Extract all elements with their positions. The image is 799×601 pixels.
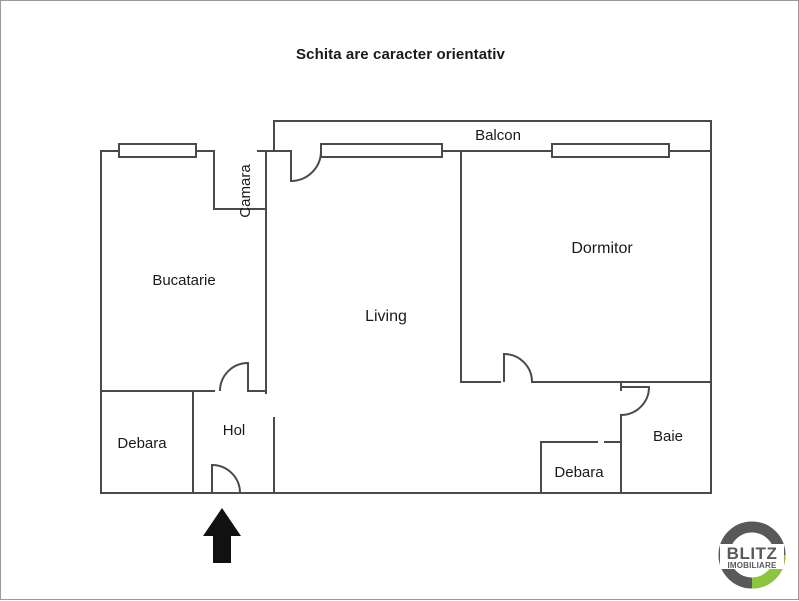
doors-group bbox=[211, 150, 651, 494]
room-label-baie: Baie bbox=[653, 428, 683, 445]
blitz-imobiliare-logo: BLITZ IMOBILIARE bbox=[714, 517, 790, 593]
room-label-bucatarie: Bucatarie bbox=[152, 272, 215, 289]
logo-svg: BLITZ IMOBILIARE bbox=[718, 521, 786, 589]
hol-entrance-door bbox=[211, 463, 241, 494]
room-label-living: Living bbox=[365, 308, 407, 325]
room-labels-group: Bucatarie Camara Balcon Living Dormitor … bbox=[117, 127, 683, 481]
room-label-camara: Camara bbox=[237, 164, 254, 218]
logo-subtitle-text: IMOBILIARE bbox=[727, 561, 777, 570]
living-dormitor-door bbox=[503, 352, 533, 383]
room-label-dormitor: Dormitor bbox=[571, 240, 633, 257]
windows-group bbox=[118, 143, 670, 158]
baie-door bbox=[620, 386, 651, 416]
room-label-debara-2: Debara bbox=[554, 464, 604, 481]
bucatarie-window bbox=[118, 143, 197, 158]
dormitor-window bbox=[551, 143, 670, 158]
room-label-balcon: Balcon bbox=[475, 127, 521, 144]
balcony-door bbox=[290, 150, 322, 183]
page-title: Schita are caracter orientativ bbox=[296, 46, 505, 63]
entrance-arrow-icon bbox=[203, 508, 241, 563]
camara-hol-door bbox=[219, 361, 249, 392]
room-label-debara-1: Debara bbox=[117, 435, 167, 452]
logo-plaque bbox=[720, 544, 784, 569]
living-balcony-window bbox=[320, 143, 443, 158]
walls-group bbox=[100, 120, 712, 494]
room-label-hol: Hol bbox=[223, 422, 246, 439]
logo-brand-text: BLITZ bbox=[727, 544, 778, 563]
